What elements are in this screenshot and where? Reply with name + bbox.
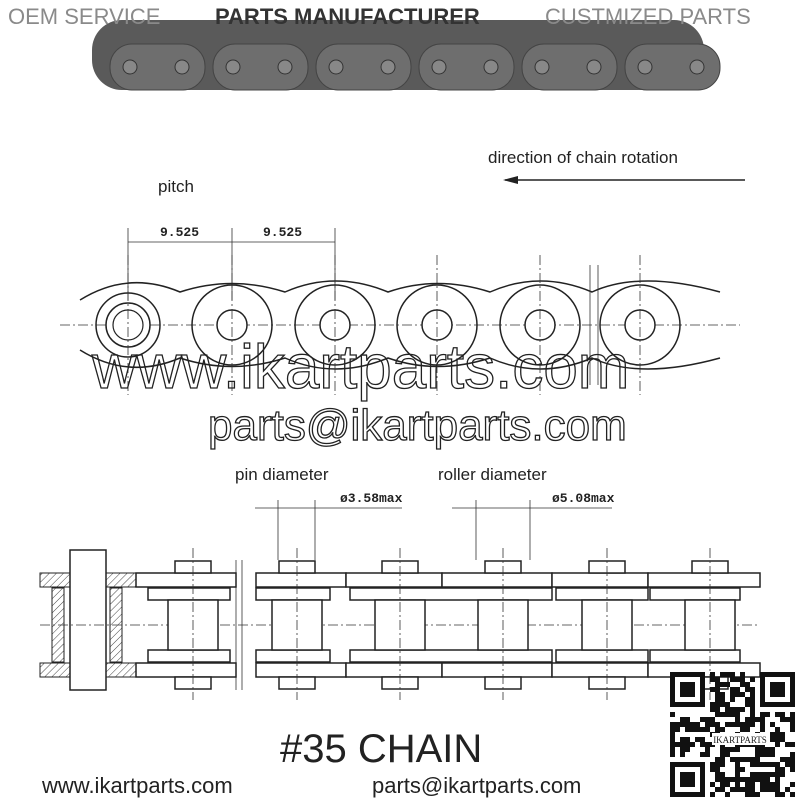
outer-plate: [345, 662, 443, 678]
chain-pin: [637, 59, 653, 75]
chain-link: [315, 43, 412, 91]
chain-pin: [689, 59, 705, 75]
outer-plate: [441, 662, 553, 678]
roller-diameter-dimension: ø5.08max: [452, 491, 615, 560]
direction-label: direction of chain rotation: [488, 148, 678, 167]
product-title: #35 CHAIN: [280, 727, 482, 771]
chain-pin: [225, 59, 241, 75]
chain-pin: [380, 59, 396, 75]
pin-diameter-label: pin diameter: [235, 465, 329, 484]
inner-plate: [147, 649, 231, 663]
pin-diameter-dimension: ø3.58max: [255, 491, 403, 560]
outer-plate: [135, 572, 237, 588]
outer-plate: [255, 572, 347, 588]
chain-pin: [586, 59, 602, 75]
chain-link: [521, 43, 618, 91]
chain-photo: [92, 20, 721, 91]
chain-top-view: [39, 548, 761, 700]
outer-plate: [647, 572, 761, 588]
header-customized-parts: CUSTMIZED PARTS: [545, 4, 751, 29]
inner-plate: [255, 587, 331, 601]
chain-link: [624, 43, 721, 91]
direction-arrow-icon: [503, 176, 745, 184]
chain-pin: [122, 59, 138, 75]
outer-plate: [135, 662, 237, 678]
chain-pin: [534, 59, 550, 75]
pitch-value-2: 9.525: [263, 225, 302, 240]
chain-pin: [174, 59, 190, 75]
inner-plate: [349, 587, 553, 601]
chain-pin: [431, 59, 447, 75]
outer-plate: [551, 662, 649, 678]
outer-plate: [255, 662, 347, 678]
roller-diameter-value: ø5.08max: [552, 491, 615, 506]
qr-code: IKARTPARTS: [670, 672, 795, 797]
outer-plate: [345, 572, 443, 588]
inner-plate: [555, 587, 649, 601]
inner-plate: [649, 649, 741, 663]
chain-pin: [277, 59, 293, 75]
outer-plate: [551, 572, 649, 588]
chain-link: [109, 43, 206, 91]
inner-plate: [255, 649, 331, 663]
inner-plate: [147, 587, 231, 601]
watermark-email: parts@ikartparts.com: [208, 401, 627, 450]
chain-pin: [328, 59, 344, 75]
footer-email: parts@ikartparts.com: [372, 773, 581, 798]
qr-label: IKARTPARTS: [713, 735, 767, 745]
inner-plate: [555, 649, 649, 663]
chain-side-view: [60, 255, 740, 395]
pitch-dimension: 9.525 9.525: [127, 225, 336, 300]
chain-pin: [483, 59, 499, 75]
header-parts-manufacturer: PARTS MANUFACTURER: [215, 4, 480, 29]
pin-diameter-value: ø3.58max: [340, 491, 403, 506]
header-oem-service: OEM SERVICE: [8, 4, 160, 29]
pitch-value-1: 9.525: [160, 225, 199, 240]
footer-website: www.ikartparts.com: [41, 773, 233, 798]
roller-diameter-label: roller diameter: [438, 465, 547, 484]
chain-link: [418, 43, 515, 91]
inner-plate: [349, 649, 553, 663]
pitch-label: pitch: [158, 177, 194, 196]
inner-plate: [649, 587, 741, 601]
chain-link: [212, 43, 309, 91]
outer-plate: [441, 572, 553, 588]
watermark-website: www.ikartparts.com: [91, 333, 629, 402]
